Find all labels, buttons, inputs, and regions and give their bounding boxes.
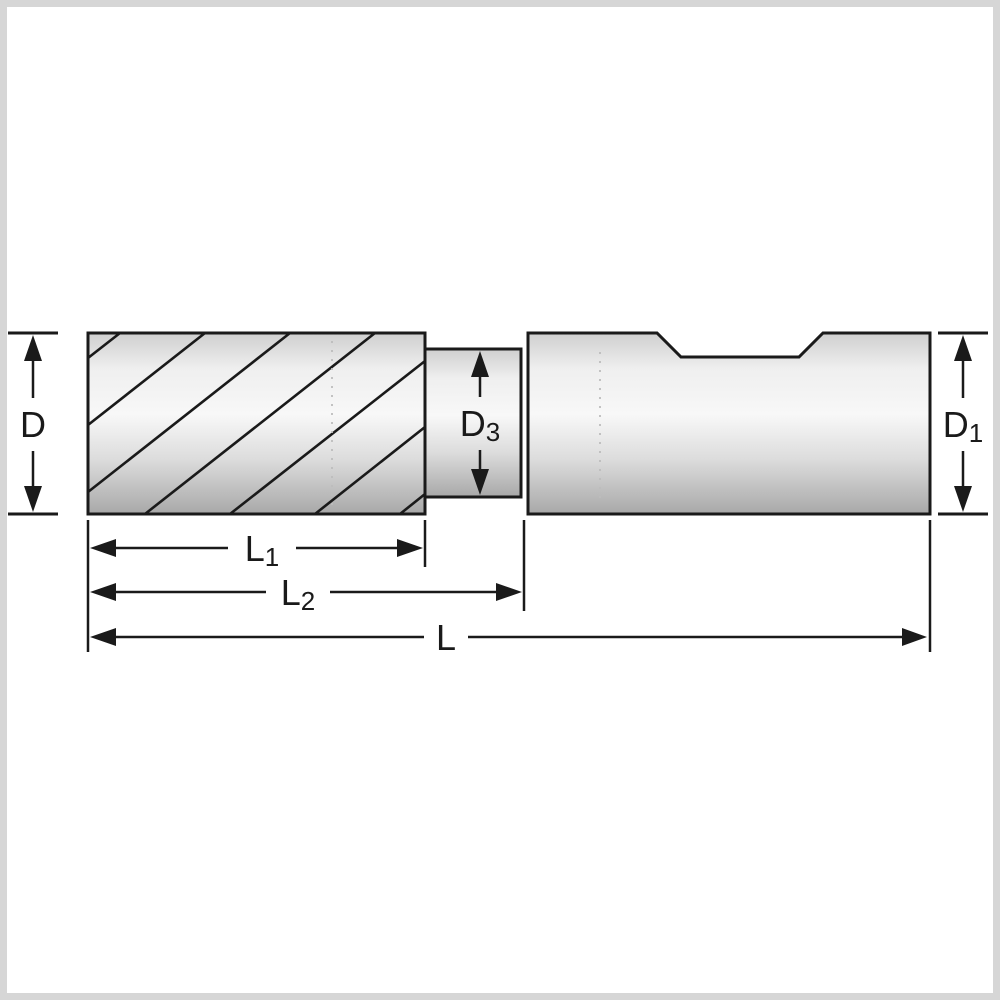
centerlines: [331, 341, 601, 508]
flute-lines: [87, 331, 426, 516]
arrowhead-up-icon: [471, 351, 489, 377]
arrowhead-right-icon: [902, 628, 927, 646]
dim-label-d3: D3: [460, 403, 500, 448]
dimension-graphics: [8, 331, 988, 652]
cutter-head: [86, 331, 427, 516]
flute-line: [399, 492, 426, 516]
arrowhead-up-icon: [24, 335, 42, 361]
dim-label-l: L: [436, 617, 456, 658]
flute-line: [314, 425, 426, 516]
flute-line: [87, 331, 206, 427]
dim-label-l2: L2: [281, 572, 316, 617]
flute-line: [229, 359, 426, 516]
dimension-labels: D D3 D1 L1 L2 L: [20, 403, 983, 658]
dim-label-d: D: [20, 404, 46, 445]
arrowhead-left-icon: [90, 628, 116, 646]
arrowhead-right-icon: [496, 583, 522, 601]
arrowhead-right-icon: [397, 539, 423, 557]
arrowheads: [24, 335, 972, 646]
arrowhead-left-icon: [90, 583, 116, 601]
arrowhead-down-icon: [471, 469, 489, 495]
flute-line: [144, 331, 376, 516]
cutter-shank: [526, 331, 932, 516]
flute-line: [87, 331, 121, 360]
arrowhead-down-icon: [24, 486, 42, 512]
dim-label-l1: L1: [245, 528, 280, 573]
flute-line: [87, 331, 291, 494]
arrowhead-left-icon: [90, 539, 116, 557]
arrowhead-down-icon: [954, 486, 972, 512]
tool-body: [86, 331, 932, 516]
dim-label-d1: D1: [943, 404, 983, 449]
arrowhead-up-icon: [954, 335, 972, 361]
